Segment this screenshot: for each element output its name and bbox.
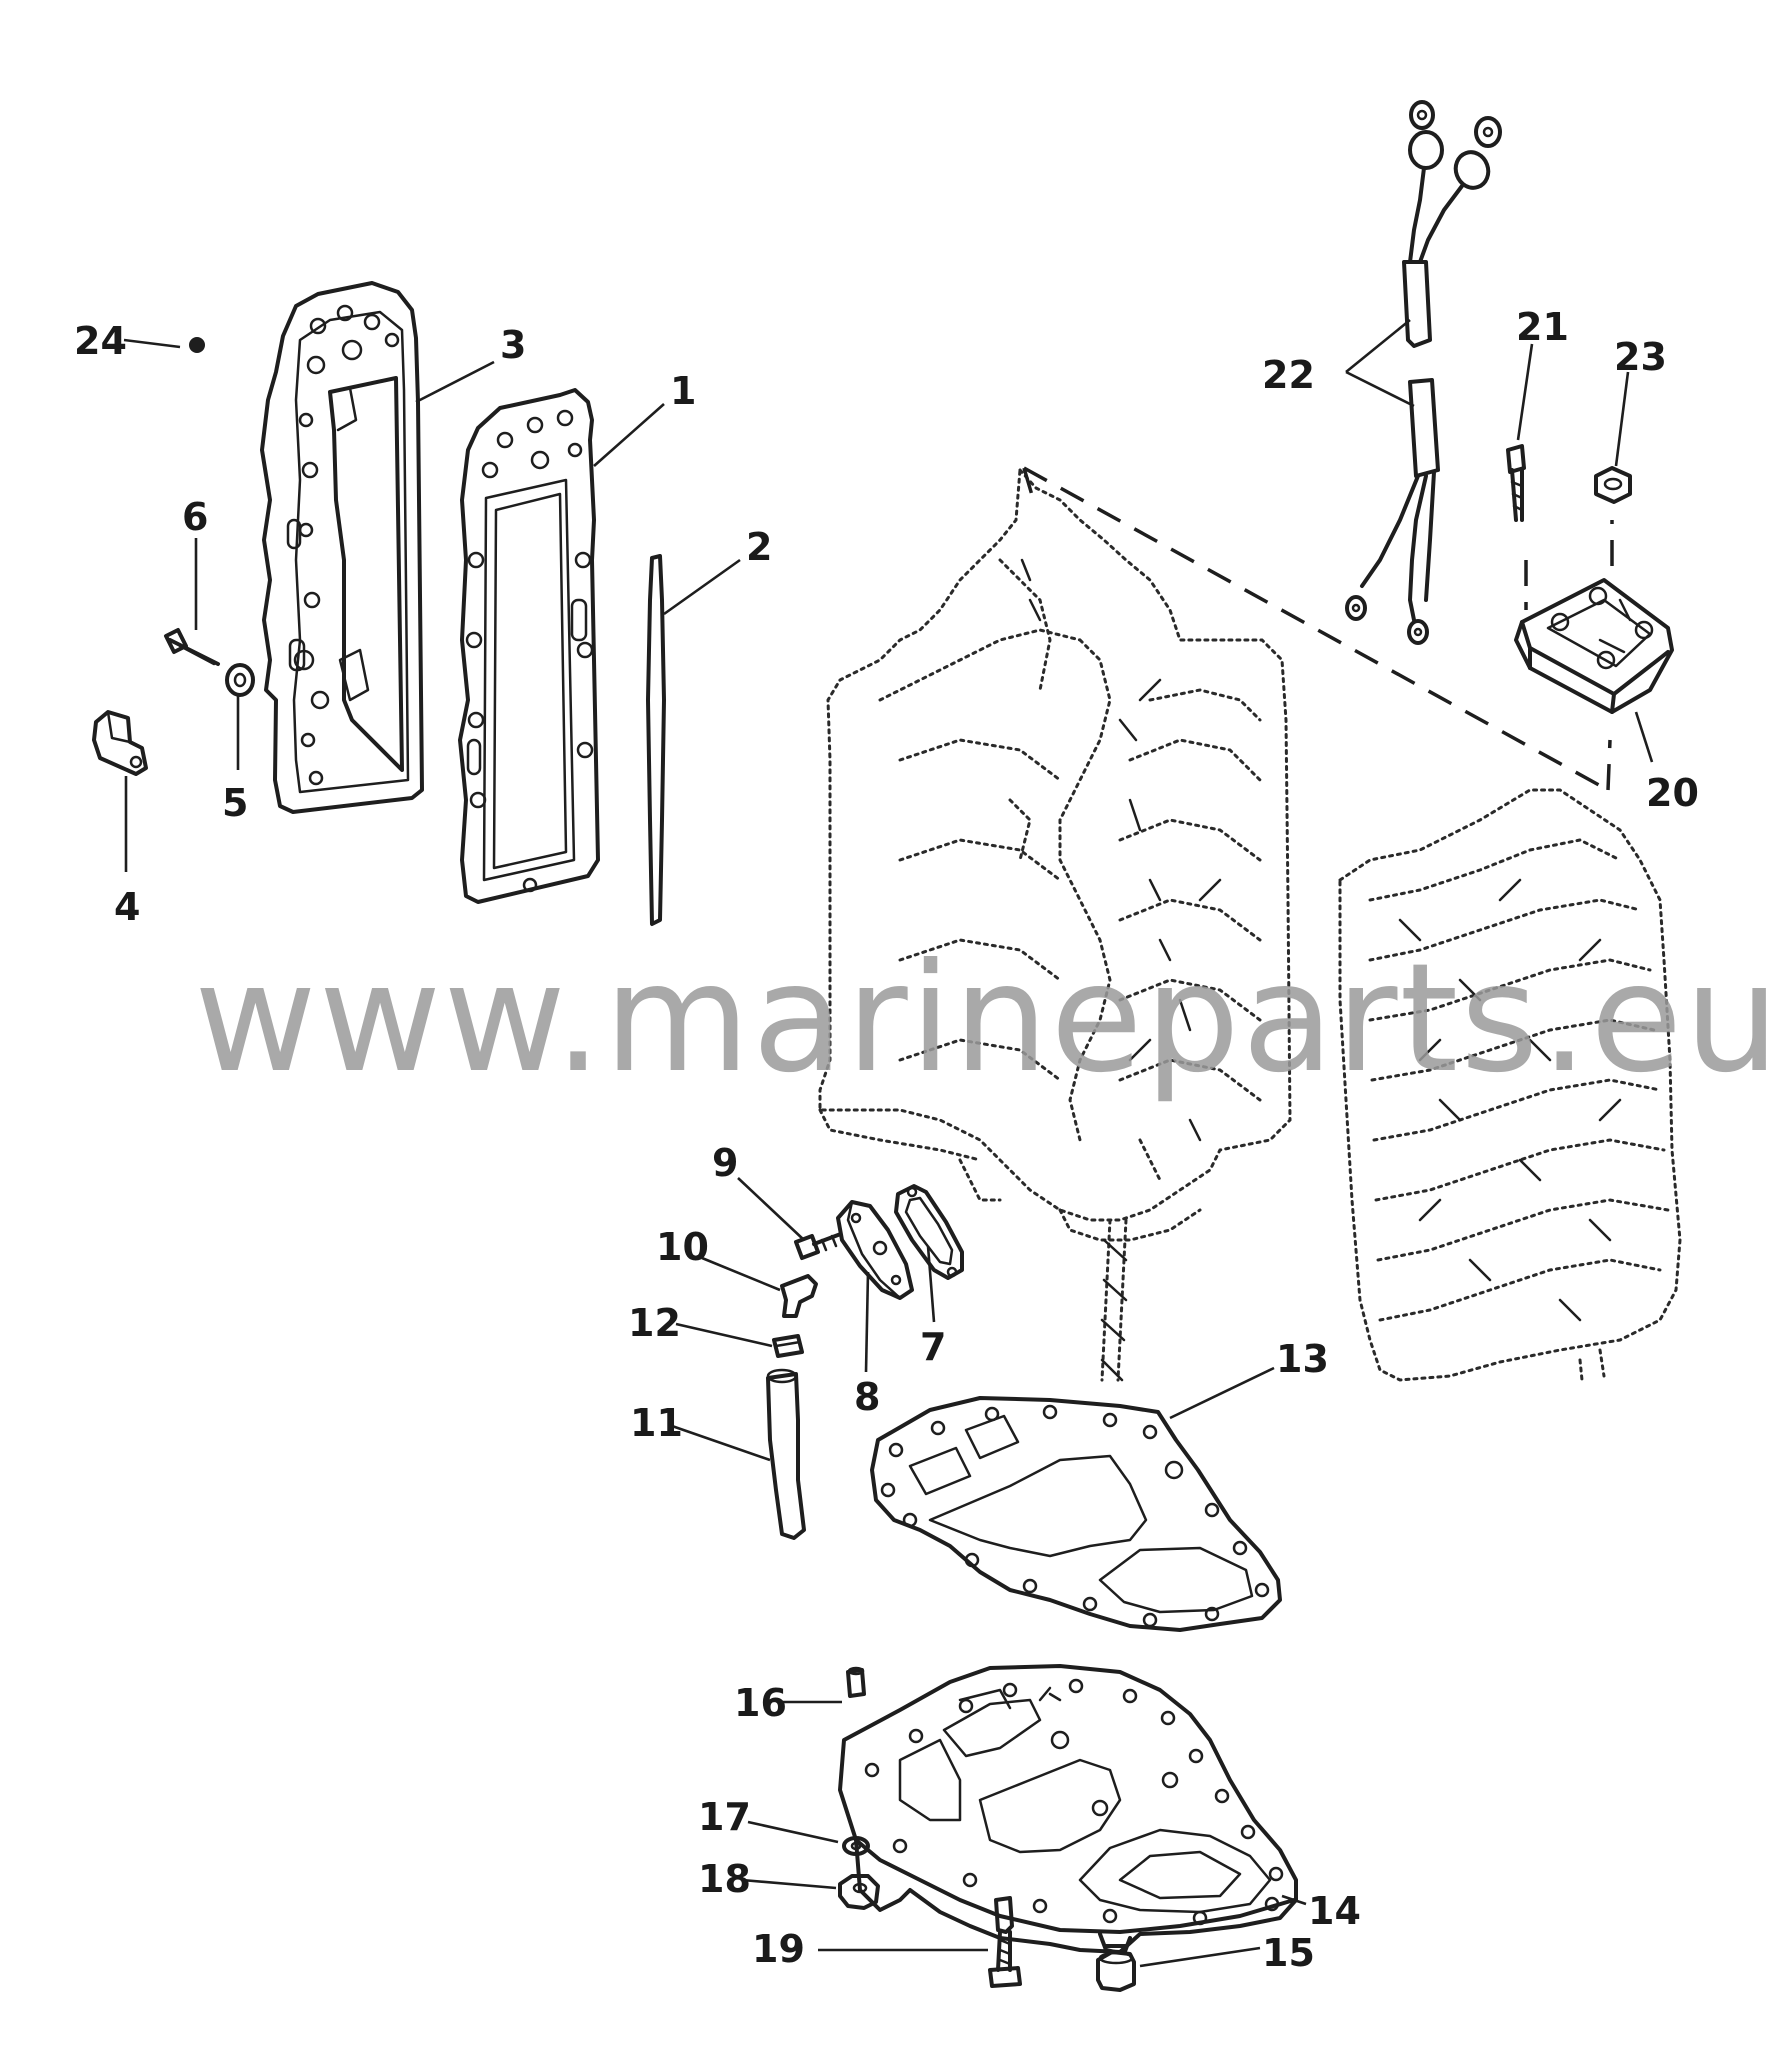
part-1-gasket — [458, 388, 600, 904]
part-19-bolt — [988, 1896, 1022, 1988]
part-2-seal-strip — [646, 554, 666, 926]
part-8-cover — [836, 1200, 914, 1300]
callout-9: 9 — [712, 1141, 738, 1185]
part-4-clamp — [92, 710, 148, 776]
part-18-grommet — [838, 1874, 880, 1910]
part-7-gasket — [894, 1184, 964, 1280]
callout-19: 19 — [752, 1927, 805, 1971]
part-14-adapter-plate — [838, 1664, 1298, 1956]
callout-13: 13 — [1276, 1337, 1329, 1381]
callout-8: 8 — [854, 1375, 880, 1419]
part-22-wire-harness — [1345, 100, 1502, 645]
part-17-grommet — [842, 1836, 870, 1856]
leader-lines — [123, 318, 1654, 1968]
callout-6: 6 — [182, 495, 208, 539]
part-5-washer — [225, 663, 255, 697]
callout-18: 18 — [698, 1857, 751, 1901]
part-9-screw — [794, 1230, 848, 1260]
callout-5: 5 — [222, 781, 248, 825]
crankcase-phantom — [1338, 788, 1682, 1382]
part-23-nut — [1594, 466, 1632, 504]
engine-block-phantom — [818, 466, 1292, 1382]
callout-labels: 24 3 1 2 6 5 4 22 21 23 20 9 10 12 11 8 … — [74, 305, 1699, 1975]
callout-24: 24 — [74, 319, 127, 363]
callout-21: 21 — [1516, 305, 1569, 349]
part-12-clamp — [772, 1334, 804, 1358]
callout-23: 23 — [1614, 335, 1667, 379]
part-10-elbow-fitting — [780, 1274, 818, 1318]
part-20-voltage-regulator — [1514, 578, 1674, 714]
callout-17: 17 — [698, 1795, 751, 1839]
callout-4: 4 — [114, 885, 140, 929]
part-3-divider-plate — [260, 281, 424, 814]
callout-7: 7 — [920, 1325, 946, 1369]
callout-3: 3 — [500, 323, 526, 367]
callout-16: 16 — [734, 1681, 787, 1725]
part-21-screw — [1506, 444, 1526, 522]
callout-15: 15 — [1262, 1931, 1315, 1975]
callout-22: 22 — [1262, 353, 1315, 397]
part-24-nut — [189, 337, 205, 353]
callout-20: 20 — [1646, 771, 1699, 815]
callout-1: 1 — [670, 369, 696, 413]
callout-10: 10 — [656, 1225, 709, 1269]
part-16-dowel — [846, 1666, 866, 1698]
part-15-plug — [1096, 1944, 1136, 1992]
callout-14: 14 — [1308, 1889, 1361, 1933]
callout-2: 2 — [746, 525, 772, 569]
part-11-hose — [766, 1368, 806, 1540]
callout-11: 11 — [630, 1401, 683, 1445]
part-6-screw — [164, 628, 220, 666]
part-13-gasket — [870, 1396, 1282, 1632]
callout-12: 12 — [628, 1301, 681, 1345]
watermark: www.marineparts.eu — [194, 932, 1782, 1106]
